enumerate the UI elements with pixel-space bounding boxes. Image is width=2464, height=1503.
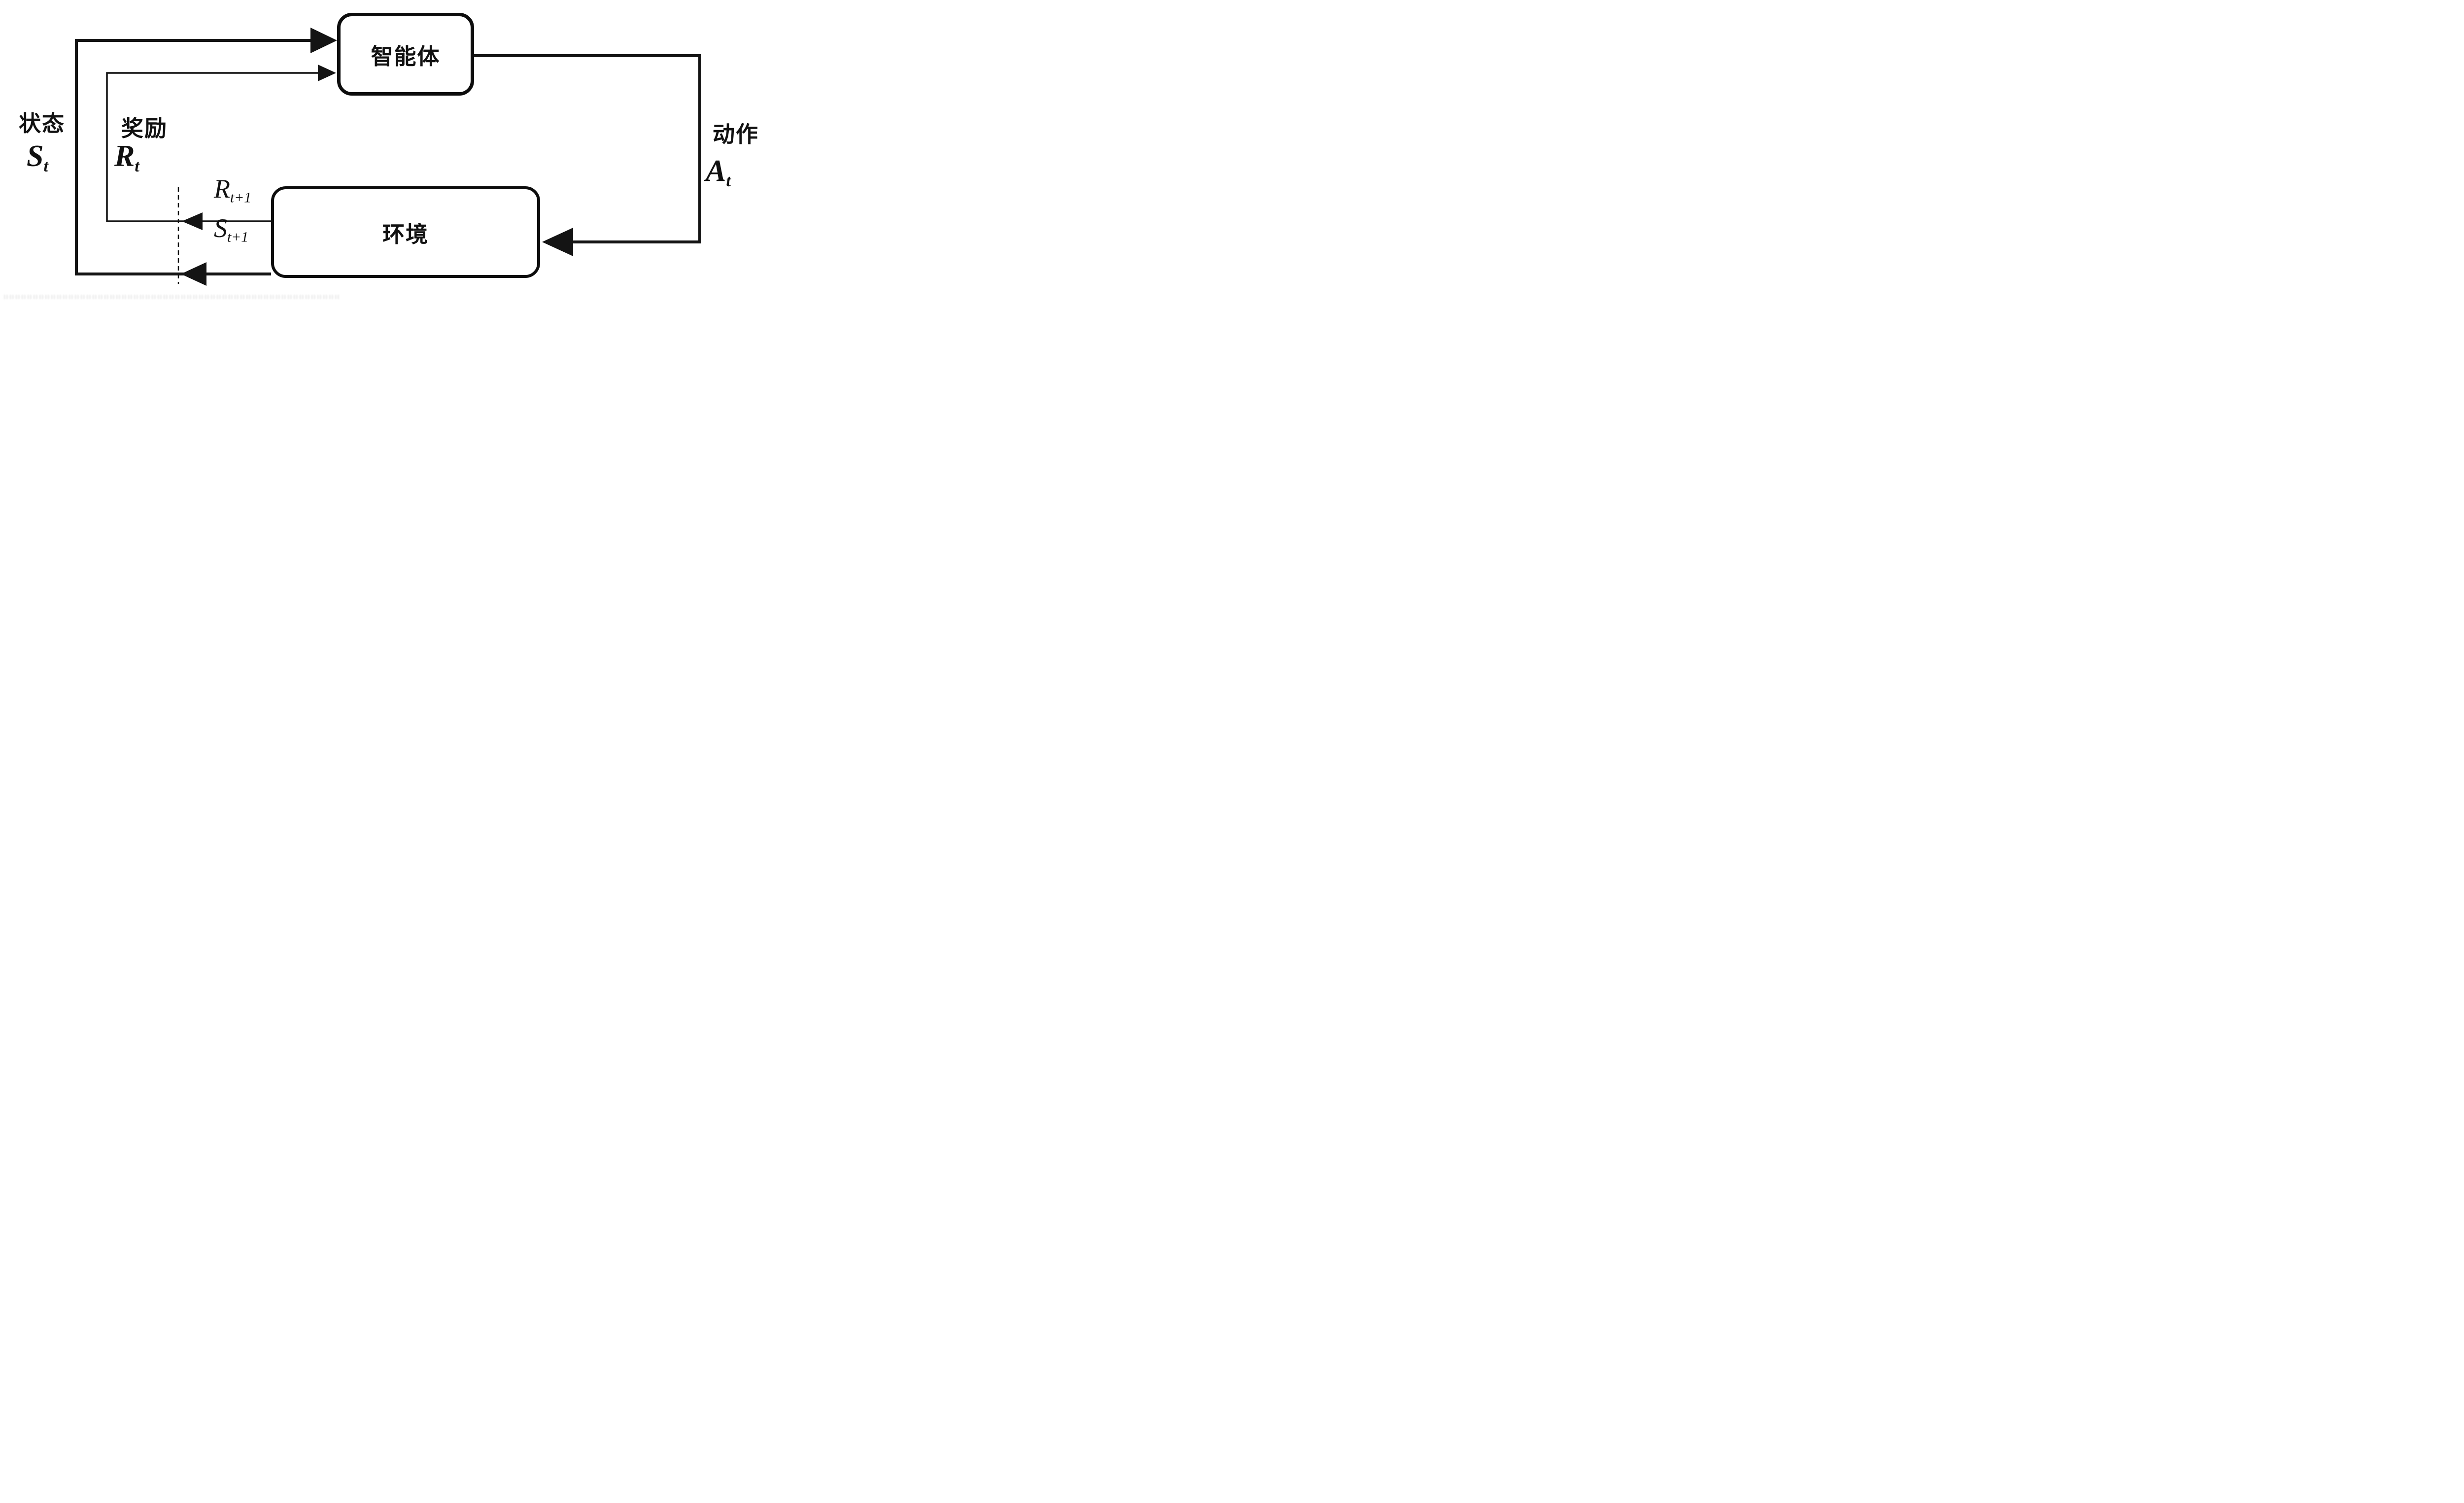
agent-node-label: 智能体 bbox=[371, 44, 441, 69]
state-symbol-letter: S bbox=[27, 139, 44, 173]
next-reward-symbol: Rt+1 bbox=[214, 175, 251, 205]
state-line bbox=[75, 39, 327, 275]
state-arrowhead-into-agent-icon bbox=[310, 28, 337, 53]
next-state-symbol-letter: S bbox=[214, 213, 227, 243]
environment-node: 环境 bbox=[271, 186, 540, 278]
reward-arrowhead-into-agent-icon bbox=[318, 65, 336, 81]
state-label: 状态 bbox=[19, 111, 66, 136]
next-reward-arrowhead-icon bbox=[182, 212, 203, 230]
next-state-symbol: St+1 bbox=[214, 215, 248, 245]
action-symbol: At bbox=[706, 156, 731, 190]
action-line bbox=[474, 54, 701, 243]
reward-symbol-subscript: t bbox=[135, 157, 139, 175]
next-state-symbol-subscript: t+1 bbox=[227, 229, 249, 245]
reward-symbol-letter: R bbox=[114, 139, 135, 173]
reward-symbol: Rt bbox=[114, 141, 139, 175]
rl-agent-environment-diagram: 智能体 环境 状态 St 奖励 Rt 动作 At Rt+1 St+1 bbox=[0, 0, 788, 301]
next-state-arrowhead-icon bbox=[181, 262, 206, 286]
state-symbol-subscript: t bbox=[43, 157, 48, 175]
state-symbol: St bbox=[27, 141, 48, 175]
action-symbol-letter: A bbox=[706, 154, 726, 188]
action-symbol-subscript: t bbox=[726, 171, 731, 190]
reward-label: 奖励 bbox=[121, 116, 168, 141]
cropped-caption-remnant bbox=[4, 295, 340, 299]
action-label: 动作 bbox=[713, 122, 759, 147]
diagram-lines-canvas bbox=[75, 28, 701, 286]
next-reward-symbol-letter: R bbox=[214, 174, 230, 204]
environment-node-label: 环境 bbox=[382, 222, 429, 247]
next-reward-symbol-subscript: t+1 bbox=[230, 190, 252, 206]
action-arrowhead-into-env-icon bbox=[542, 228, 573, 256]
agent-node: 智能体 bbox=[337, 13, 474, 96]
